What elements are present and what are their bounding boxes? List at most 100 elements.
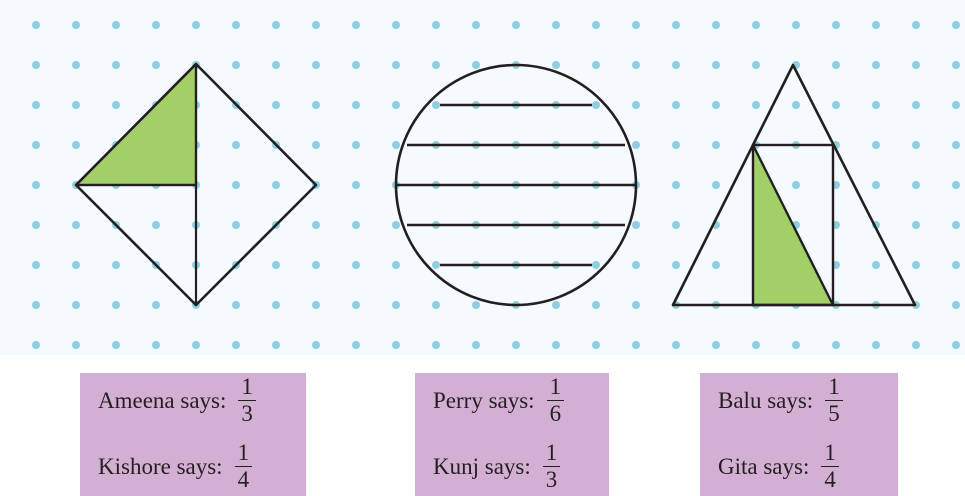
grid-dot — [592, 61, 600, 69]
grid-dot — [712, 141, 720, 149]
grid-dot — [592, 261, 600, 269]
grid-dot — [312, 21, 320, 29]
grid-dot — [472, 61, 480, 69]
grid-dot — [352, 301, 360, 309]
grid-dot — [432, 61, 440, 69]
grid-dot — [672, 181, 680, 189]
grid-dot — [192, 21, 200, 29]
grid-dot — [72, 261, 80, 269]
grid-dot — [632, 261, 640, 269]
grid-dot — [632, 301, 640, 309]
grid-dot — [912, 221, 920, 229]
fraction: 1 3 — [542, 440, 561, 492]
grid-dot — [672, 101, 680, 109]
grid-dot — [32, 341, 40, 349]
grid-dot — [792, 341, 800, 349]
statement-box-1[interactable]: Ameena says: 1 3 Kishore says: 1 4 — [80, 373, 306, 496]
statement-line: Kunj says: 1 3 — [433, 440, 591, 492]
grid-dot — [832, 61, 840, 69]
grid-dot — [72, 141, 80, 149]
figure-diamond[interactable] — [74, 62, 318, 307]
grid-dot — [912, 61, 920, 69]
grid-dot — [552, 61, 560, 69]
grid-dot — [152, 301, 160, 309]
figure-triangle[interactable] — [671, 63, 917, 307]
grid-dot — [752, 61, 760, 69]
grid-dot — [312, 221, 320, 229]
grid-dot — [272, 101, 280, 109]
fraction-denominator: 3 — [241, 401, 253, 427]
figures-layer — [74, 62, 917, 307]
grid-dot — [272, 261, 280, 269]
grid-dot — [72, 101, 80, 109]
statement-box-3[interactable]: Balu says: 1 5 Gita says: 1 4 — [700, 373, 898, 496]
fraction: 1 4 — [821, 440, 839, 492]
grid-dot — [392, 341, 400, 349]
grid-dot — [232, 341, 240, 349]
grid-dot — [792, 21, 800, 29]
grid-dot — [312, 261, 320, 269]
grid-dots-layer — [32, 21, 960, 349]
grid-dot — [352, 21, 360, 29]
triangle-shaded-hypotenuse — [751, 144, 835, 306]
grid-dot — [672, 21, 680, 29]
fraction: 1 6 — [546, 375, 565, 426]
grid-dot — [672, 141, 680, 149]
grid-dot — [32, 301, 40, 309]
grid-dot — [152, 221, 160, 229]
grid-dot — [712, 181, 720, 189]
grid-dot — [512, 341, 520, 349]
grid-dot — [32, 101, 40, 109]
grid-dot — [752, 21, 760, 29]
grid-dot — [832, 101, 840, 109]
fraction: 1 4 — [234, 440, 253, 492]
grid-dot — [232, 301, 240, 309]
speaker-label: Gita says: — [718, 453, 810, 479]
grid-dot — [232, 181, 240, 189]
speaker-label: Kishore says: — [98, 453, 223, 479]
grid-dot — [672, 341, 680, 349]
dotted-grid-panel — [0, 0, 965, 355]
grid-dot — [952, 181, 960, 189]
statement-box-2[interactable]: Perry says: 1 6 Kunj says: 1 3 — [415, 373, 609, 496]
grid-dot — [272, 181, 280, 189]
speaker-label: Perry says: — [433, 388, 535, 414]
fraction-denominator: 3 — [545, 466, 558, 492]
fraction-numerator: 1 — [542, 440, 561, 467]
grid-dot — [312, 301, 320, 309]
figure-circle[interactable] — [394, 63, 638, 307]
statement-line: Gita says: 1 4 — [718, 440, 880, 492]
grid-dot — [152, 61, 160, 69]
grid-dot — [352, 101, 360, 109]
grid-dot — [72, 221, 80, 229]
grid-dot — [32, 61, 40, 69]
grid-dot — [232, 61, 240, 69]
speaker-label: Ameena says: — [98, 388, 227, 414]
fraction-denominator: 5 — [828, 401, 840, 427]
grid-dot — [32, 181, 40, 189]
grid-dot — [312, 101, 320, 109]
grid-dot — [952, 101, 960, 109]
grid-dot — [232, 21, 240, 29]
grid-dot — [872, 261, 880, 269]
grid-dot — [112, 101, 120, 109]
grid-dot — [32, 261, 40, 269]
grid-dot — [392, 141, 400, 149]
grid-dot — [912, 181, 920, 189]
grid-dot — [352, 141, 360, 149]
fraction-numerator: 1 — [821, 440, 839, 467]
grid-dot — [912, 141, 920, 149]
grid-dot — [632, 61, 640, 69]
grid-dot — [32, 221, 40, 229]
grid-dot — [312, 341, 320, 349]
grid-dot — [432, 101, 440, 109]
grid-dot — [632, 101, 640, 109]
fraction-numerator: 1 — [238, 375, 256, 402]
grid-dot — [952, 141, 960, 149]
statement-line: Balu says: 1 5 — [718, 375, 880, 426]
grid-dot — [472, 301, 480, 309]
grid-dot — [112, 61, 120, 69]
grid-dot — [312, 141, 320, 149]
grid-dot — [712, 61, 720, 69]
